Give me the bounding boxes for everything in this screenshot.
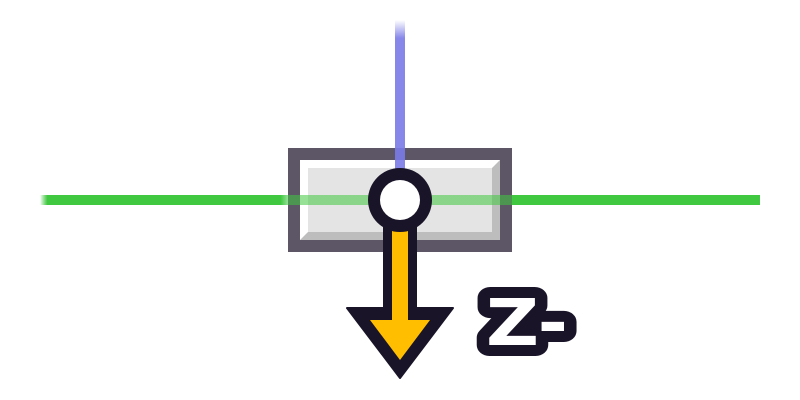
pivot-circle-icon[interactable] [368,168,432,232]
z-axis-line [395,20,405,170]
axis-label: Z- [486,287,568,361]
